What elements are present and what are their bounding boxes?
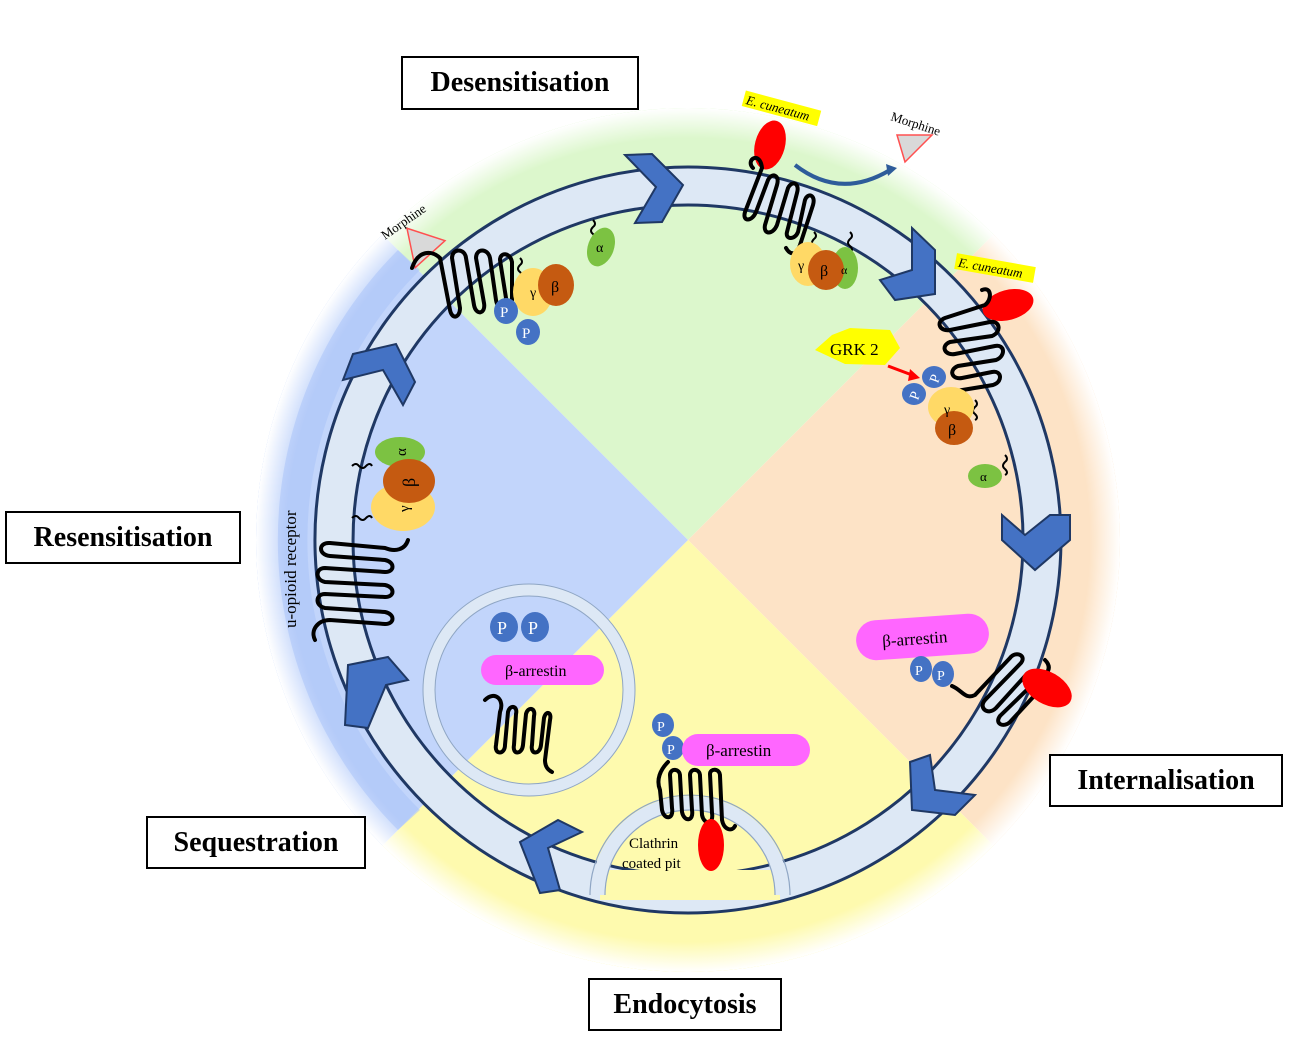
stage-desensitisation: Desensitisation <box>401 56 639 110</box>
receptor-coil-icon <box>656 760 737 832</box>
svg-text:γ: γ <box>943 403 950 418</box>
stage-sequestration: Sequestration <box>146 816 366 869</box>
svg-text:P: P <box>657 720 665 735</box>
svg-text:α: α <box>841 263 848 277</box>
endosome-vesicle: P P β-arrestin <box>422 583 636 797</box>
beta-arrestin-label: β-arrestin <box>706 741 772 760</box>
svg-text:β: β <box>551 279 559 296</box>
e-cuneatum-highlight <box>741 90 822 127</box>
grk2-label: GRK 2 <box>830 340 879 359</box>
arrow-upper-right <box>878 225 936 302</box>
svg-text:P: P <box>937 669 945 684</box>
cycle-arrows <box>341 152 1071 895</box>
arrow-left-lower <box>343 655 410 730</box>
clathrin-label: Clathrin <box>629 836 679 852</box>
phosphate-icon <box>922 366 946 388</box>
morphine-label: Morphine <box>889 109 943 139</box>
svg-text:P: P <box>497 618 507 638</box>
svg-text:P: P <box>500 305 508 321</box>
arrow-bottom <box>518 818 585 895</box>
stage-internalisation: Internalisation <box>1049 754 1283 807</box>
morphine-released-icon <box>895 134 934 164</box>
svg-text:β: β <box>820 263 828 280</box>
phosphate-icon <box>521 612 549 642</box>
clathrin-pit-receptor: P P β-arrestin Clathrin coated pit <box>622 713 810 872</box>
receptor-coil-icon <box>742 155 816 256</box>
beta-subunit-icon <box>935 411 973 445</box>
phosphate-icon <box>932 661 954 687</box>
arrow-left-upper <box>341 342 417 408</box>
stage-endocytosis: Endocytosis <box>588 978 782 1031</box>
arrestin-binding-right: β-arrestin P P <box>856 613 1072 727</box>
grk2-phosphorylation: E. cuneatum GRK 2 P P γ β α <box>815 253 1036 488</box>
beta-arrestin-icon <box>856 613 989 661</box>
beta-arrestin-icon <box>481 655 604 685</box>
svg-text:γ: γ <box>529 286 536 301</box>
beta-subunit-icon <box>383 459 435 503</box>
stage-resensitisation: Resensitisation <box>5 511 241 564</box>
phosphate-icon <box>652 713 674 737</box>
e-cuneatum-ligand-icon <box>982 289 1034 321</box>
e-cuneatum-ligand-icon <box>754 120 786 170</box>
phosphorylation-arrow-icon <box>887 364 913 377</box>
phosphate-icon <box>902 383 926 405</box>
swap-arrow-icon <box>793 163 892 186</box>
phosphate-icon <box>910 656 932 682</box>
beta-arrestin-label: β-arrestin <box>505 663 566 680</box>
phosphate-icon <box>494 298 518 324</box>
beta-subunit-icon <box>808 250 844 290</box>
grk2-badge-icon <box>815 328 900 365</box>
svg-text:β: β <box>399 478 419 487</box>
arrow-right <box>1001 512 1071 572</box>
beta-subunit-icon <box>538 264 574 306</box>
arrow-top <box>622 152 685 225</box>
ligand-icon <box>1022 668 1072 708</box>
phosphate-icon <box>516 319 540 345</box>
svg-text:α: α <box>980 469 987 484</box>
beta-arrestin-icon <box>682 734 810 766</box>
ligand-icon <box>698 819 724 871</box>
alpha-subunit-icon <box>968 464 1002 488</box>
receptor-coil-icon <box>311 538 410 642</box>
resensitised-receptor: u-opioid receptor α β γ <box>281 437 435 642</box>
receptor-coil-icon <box>483 693 554 774</box>
svg-text:γ: γ <box>797 259 804 274</box>
receptor-coil-icon <box>937 287 1005 394</box>
arrow-lower-right <box>908 753 978 817</box>
phosphate-icon <box>490 612 518 642</box>
svg-text:β: β <box>948 422 956 439</box>
beta-arrestin-label: β-arrestin <box>882 627 949 651</box>
svg-text:α: α <box>394 448 410 456</box>
svg-text:γ: γ <box>397 505 413 513</box>
coated-pit-label: coated pit <box>622 856 682 872</box>
svg-text:P: P <box>667 743 675 758</box>
svg-text:P: P <box>528 618 538 638</box>
svg-text:P: P <box>522 326 530 342</box>
svg-text:α: α <box>596 241 604 256</box>
svg-text:P: P <box>915 664 923 679</box>
phosphate-icon <box>662 736 684 760</box>
receptor-label: u-opioid receptor <box>281 510 300 628</box>
alpha-subunit-icon <box>586 227 616 267</box>
